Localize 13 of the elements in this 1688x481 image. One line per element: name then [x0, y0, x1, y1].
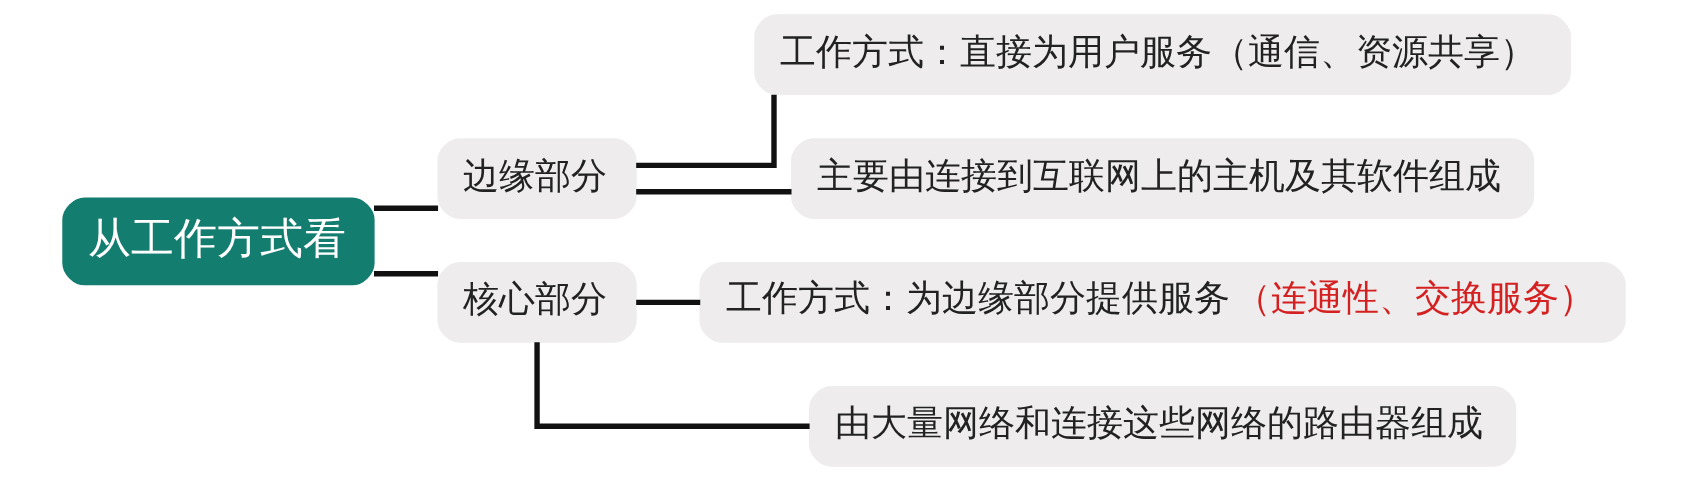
connector: [374, 271, 439, 277]
node-box: 工作方式：为边缘部分提供服务 （连通性、交换服务）: [699, 262, 1626, 343]
node-box: 工作方式：直接为用户服务（通信、资源共享）: [754, 14, 1571, 96]
connector: [374, 205, 439, 211]
connector: [636, 94, 777, 169]
node-box: 由大量网络和连接这些网络的路由器组成: [809, 385, 1517, 467]
node-box: 从工作方式看: [62, 197, 375, 286]
node-box: 核心部分: [437, 262, 637, 343]
connector: [636, 299, 701, 306]
node-box: 主要由连接到互联网上的主机及其软件组成: [791, 138, 1535, 219]
connector: [636, 189, 792, 195]
node-box: 边缘部分: [437, 138, 637, 219]
connector: [534, 342, 810, 429]
